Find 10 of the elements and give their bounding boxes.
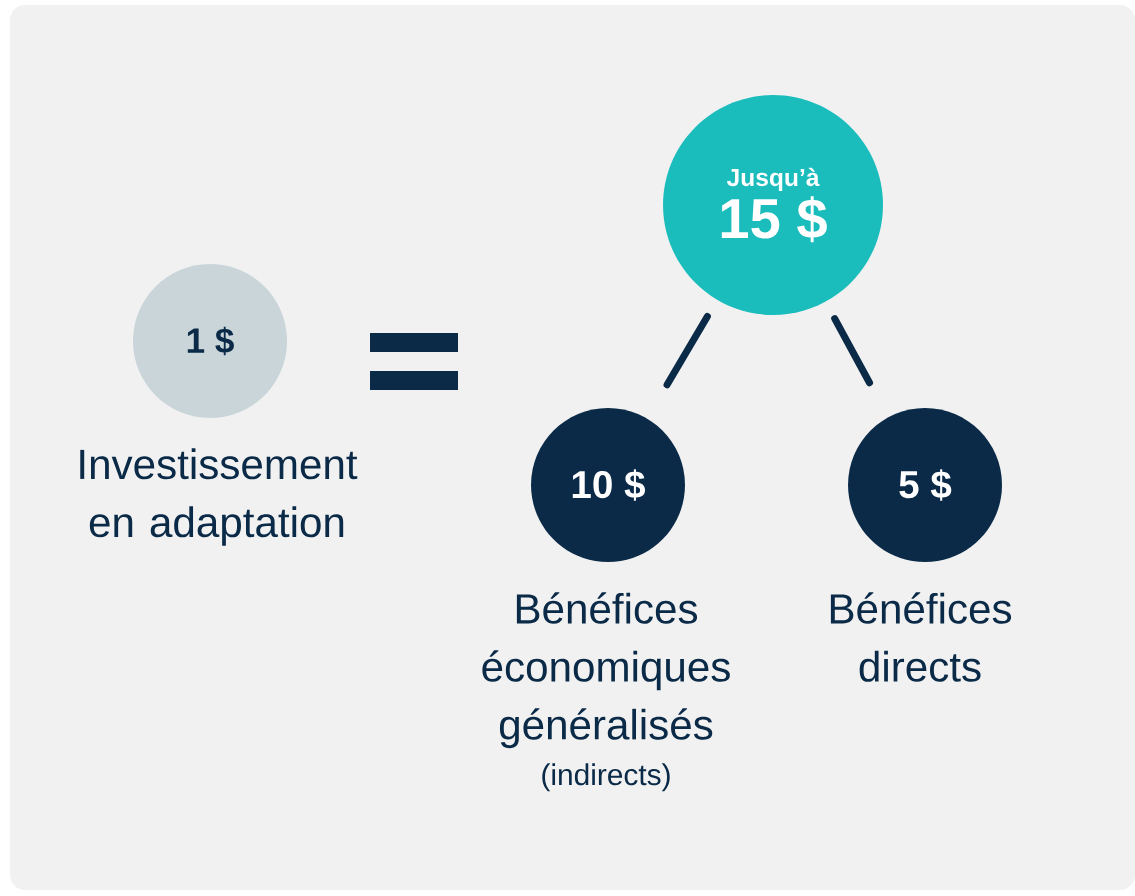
node-label: Investissement en adaptation (80, 448, 358, 546)
circle-node: 10 $ (531, 408, 685, 562)
circle-node: 5 $ (848, 408, 1002, 562)
node-label: Bénéfices économiques généralisés (482, 592, 730, 749)
connector-line (663, 312, 711, 389)
circle-node: Jusqu’à 15 $ (663, 95, 883, 315)
node-label: (indirects) (542, 763, 670, 792)
node-label: Bénéfices directs (830, 592, 1012, 682)
circle-node: 1 $ (133, 264, 287, 418)
connector-line (831, 315, 874, 387)
